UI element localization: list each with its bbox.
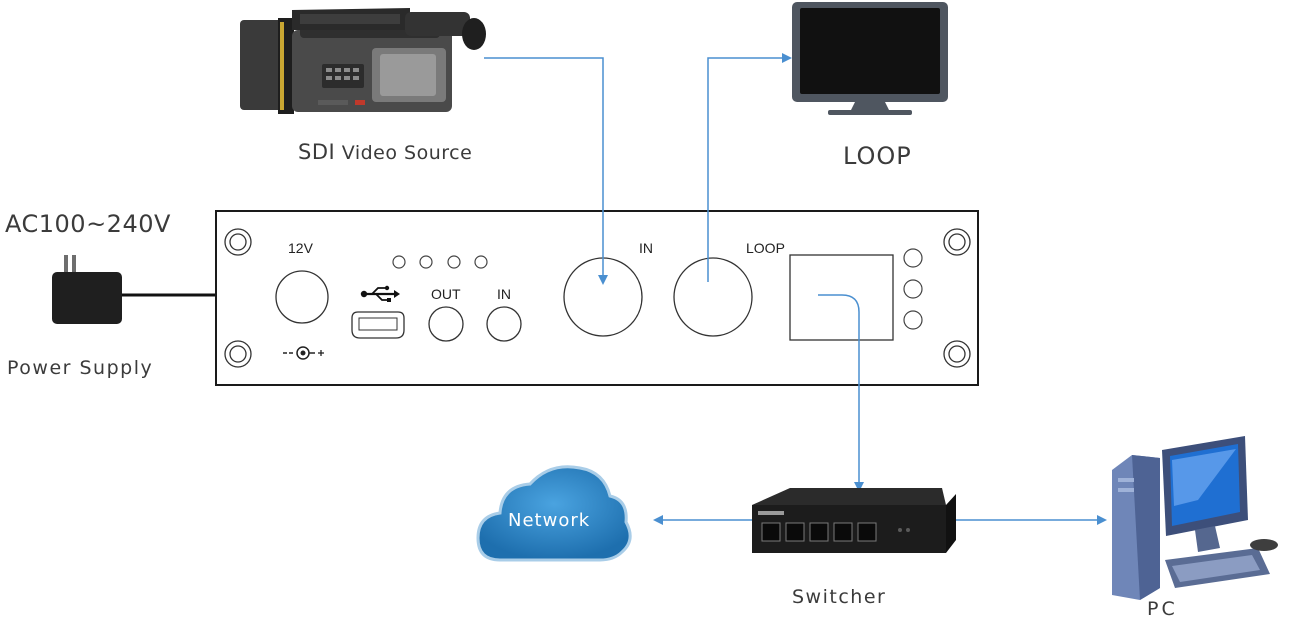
aux-in-port: [486, 306, 522, 342]
connector-lines: [484, 53, 1107, 525]
power-supply-label: Power Supply: [7, 357, 154, 379]
camcorder-icon: [240, 8, 486, 114]
sdi-video-source-label: SDI Video Source: [298, 140, 473, 164]
loop-label: LOOP: [843, 142, 912, 170]
pc-label: PC: [1147, 598, 1178, 620]
usb-port: [351, 311, 405, 339]
indicator-button: [903, 248, 923, 330]
port-label-out: OUT: [431, 286, 461, 302]
mount-screw: [224, 228, 971, 368]
desktop-pc-icon: [1112, 436, 1278, 600]
switcher-label: Switcher: [792, 586, 887, 608]
monitor-icon: [792, 2, 948, 115]
port-label-12v: 12V: [288, 240, 313, 256]
bnc-loop-port: [673, 257, 753, 337]
device-rear-panel: [215, 210, 979, 386]
port-label-in: IN: [497, 286, 511, 302]
port-label-bnc-loop: LOOP: [746, 240, 785, 256]
loop-out-connector: [707, 53, 792, 282]
cloud-icon: [476, 465, 632, 562]
power-adapter-icon: [52, 255, 122, 324]
port-label-bnc-in: IN: [639, 240, 653, 256]
dc-polarity-icon: [283, 346, 324, 360]
usb-icon: [360, 285, 400, 302]
ac-range-label: AC100~240V: [5, 210, 171, 238]
ethernet-port: [789, 254, 894, 341]
aux-out-port: [428, 306, 464, 342]
power-jack: [275, 270, 329, 324]
ethernet-connector: [818, 294, 864, 492]
status-led: [392, 255, 488, 269]
sdi-in-connector: [484, 57, 608, 285]
network-switch-icon: [752, 488, 956, 553]
network-label: Network: [508, 510, 591, 531]
